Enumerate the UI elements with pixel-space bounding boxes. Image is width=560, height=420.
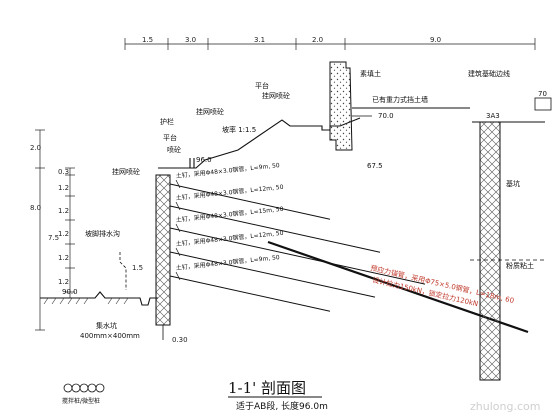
label-dim-15: 1.5 <box>132 264 143 272</box>
left-dim-inner-3: 1.2 <box>58 207 69 215</box>
top-dim-5: 9.0 <box>430 36 441 44</box>
label-dim-030: 0.30 <box>172 336 188 344</box>
label-zone-a: 3A3 <box>486 112 500 120</box>
top-dimension-line <box>124 38 536 50</box>
label-shotcrete: 喷砼 <box>167 145 181 154</box>
left-dim-outer-1: 2.0 <box>30 144 41 152</box>
top-dim-4: 2.0 <box>312 36 323 44</box>
label-pit: 集水坑 <box>96 321 117 330</box>
label-retaining-wall: 已有重力式挡土墙 <box>372 95 428 104</box>
label-fill: 素填土 <box>360 69 381 78</box>
top-dim-3: 3.1 <box>254 36 265 44</box>
left-dim-inner-4: 1.2 <box>58 230 69 238</box>
soil-nail-head-5 <box>175 271 181 281</box>
soil-nail-head-2 <box>175 201 181 211</box>
watermark: zhulong.com <box>470 400 540 413</box>
left-dim-inner-2: 1.2 <box>58 184 69 192</box>
label-guard-rail: 护栏 <box>160 117 174 126</box>
label-platform-left: 平台 <box>163 133 177 142</box>
label-platform-top: 平台 <box>255 81 269 90</box>
shotcrete-wall <box>155 174 171 326</box>
soil-nail-1 <box>169 183 331 220</box>
label-elev-70: 70.0 <box>378 112 394 120</box>
nail-label-3: 土钉，采用Φ48×3.0钢管，L=15m, 50 <box>175 205 284 224</box>
left-dimension-lines <box>35 129 75 331</box>
left-dim-inner-5: 1.2 <box>58 254 69 262</box>
label-elev-left: 90.0 <box>62 288 78 296</box>
nail-label-2: 土钉，采用Φ48×3.0钢管，L=12m, 50 <box>175 183 284 202</box>
nail-label-4: 土钉，采用Φ48×3.0钢管，L=12m, 50 <box>175 229 284 248</box>
nail-label-5: 土钉，采用Φ48×3.0钢管，L=9m, 50 <box>175 253 280 272</box>
label-building: 建筑基础边线 <box>468 69 510 78</box>
label-elev-96: 96.0 <box>196 156 212 164</box>
left-dim-outer-2: 8.0 <box>30 204 41 212</box>
building-edge-box <box>534 97 552 111</box>
soil-nail-head-3 <box>175 223 181 233</box>
top-dim-2: 3.0 <box>185 36 196 44</box>
label-hang-net-top: 挂网喷砼 <box>262 91 290 100</box>
ground-profile <box>40 117 361 306</box>
top-dim-1: 1.5 <box>142 36 153 44</box>
soil-nail-head-1 <box>175 179 181 189</box>
soil-nail-head-4 <box>175 247 181 257</box>
left-dim-inner-1: 0.3 <box>58 168 69 176</box>
soil-nail-4 <box>169 251 376 298</box>
label-elev-70r: 70 <box>538 90 547 98</box>
label-drain: 坡脚排水沟 <box>85 229 120 238</box>
left-dim-inner-7: 7.5 <box>48 234 59 242</box>
soil-nail-2 <box>169 205 381 253</box>
label-pit-size: 400mm×400mm <box>80 332 140 340</box>
legend-symbol <box>63 383 105 393</box>
legend-label: 搅拌桩/微型桩 <box>62 397 100 405</box>
nail-label-1: 土钉，采用Φ48×3.0钢管，L=9m, 50 <box>175 161 280 180</box>
ground-hatch <box>43 297 129 305</box>
gravity-retaining-wall <box>329 61 353 151</box>
left-dim-inner-6: 1.2 <box>58 278 69 286</box>
label-hang-net-wall: 挂网喷砼 <box>112 167 140 176</box>
label-zone-c: 粉质粘土 <box>506 261 534 270</box>
soil-nails <box>169 179 426 312</box>
label-slope: 坡率 1:1.5 <box>222 125 256 134</box>
soil-nail-5 <box>169 275 331 312</box>
label-zone-b: 基坑 <box>506 179 520 188</box>
label-hang-net-mid: 挂网喷砼 <box>196 107 224 116</box>
pile-column <box>479 121 501 381</box>
drawing-subtitle: 适于AB段, 长度96.0m <box>236 400 328 412</box>
soil-nail-3 <box>169 227 426 285</box>
label-elev-675: 67.5 <box>367 162 383 170</box>
drain-dashed <box>119 252 127 290</box>
drawing-title: 1-1' 剖面图 <box>228 379 306 397</box>
